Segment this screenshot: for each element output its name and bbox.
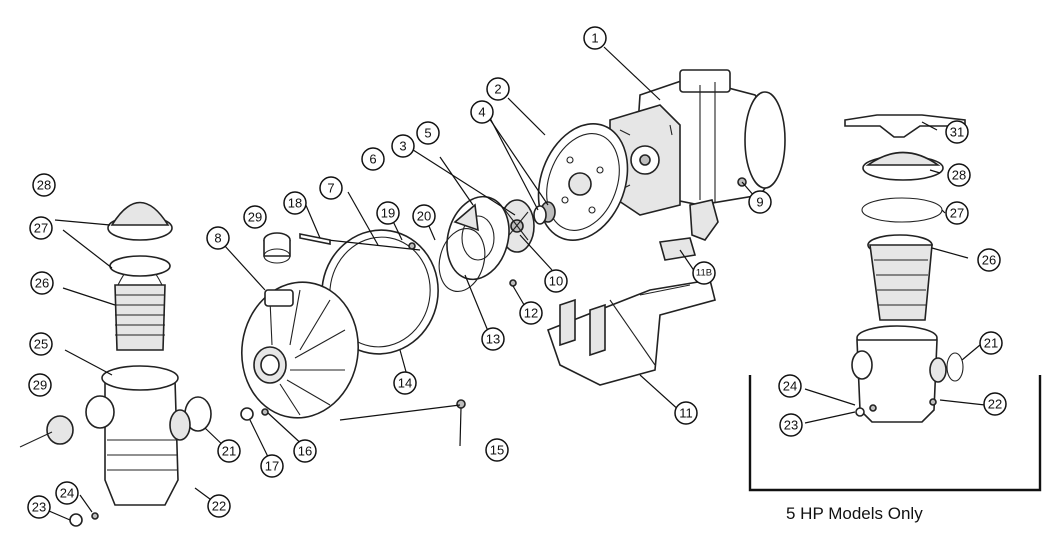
callout-24-right: 24	[778, 374, 802, 398]
callout-14: 14	[393, 371, 417, 395]
callout-7: 7	[319, 176, 343, 200]
svg-text:19: 19	[381, 206, 395, 221]
callout-10: 10	[544, 269, 568, 293]
callout-28-left: 28	[32, 173, 56, 197]
callout-24-left: 24	[55, 481, 79, 505]
svg-text:3: 3	[399, 139, 406, 154]
callout-22-left: 22	[207, 494, 231, 518]
svg-text:24: 24	[783, 379, 797, 394]
callout-29-top: 29	[243, 205, 267, 229]
callout-25: 25	[29, 332, 53, 356]
callout-18: 18	[283, 191, 307, 215]
callout-28-right: 28	[947, 163, 971, 187]
pump-housing-part	[240, 281, 360, 419]
callout-8: 8	[206, 226, 230, 250]
svg-text:28: 28	[37, 178, 51, 193]
callout-26-right: 26	[977, 248, 1001, 272]
svg-text:11: 11	[679, 406, 693, 421]
svg-text:26: 26	[982, 253, 996, 268]
svg-text:4: 4	[478, 105, 485, 120]
svg-text:21: 21	[984, 336, 998, 351]
callout-20: 20	[412, 204, 436, 228]
svg-text:17: 17	[265, 459, 279, 474]
callout-16: 16	[293, 439, 317, 463]
callout-13: 13	[481, 327, 505, 351]
callout-6: 6	[361, 147, 385, 171]
svg-text:2: 2	[494, 82, 501, 97]
strainer-pot-left	[19, 201, 191, 527]
motor-part	[609, 69, 786, 216]
5hp-models-caption: 5 HP Models Only	[786, 504, 923, 523]
callout-3: 3	[391, 134, 415, 158]
motor-base-part	[546, 279, 716, 386]
svg-text:24: 24	[60, 486, 74, 501]
callout-23-left: 23	[27, 495, 51, 519]
5hp-bracket	[748, 375, 1042, 492]
callout-23-right: 23	[779, 413, 803, 437]
svg-text:13: 13	[486, 332, 500, 347]
callout-21-left: 21	[217, 439, 241, 463]
svg-text:25: 25	[34, 337, 48, 352]
diffuser-o-ring-part	[438, 228, 486, 292]
svg-text:21: 21	[222, 444, 236, 459]
svg-text:10: 10	[549, 274, 563, 289]
svg-text:15: 15	[490, 443, 504, 458]
svg-text:31: 31	[950, 125, 964, 140]
callout-9: 9	[748, 190, 772, 214]
svg-text:18: 18	[288, 196, 302, 211]
callout-12: 12	[519, 301, 543, 325]
callout-31: 31	[945, 120, 969, 144]
svg-text:23: 23	[784, 418, 798, 433]
svg-text:22: 22	[988, 397, 1002, 412]
diffuser-part	[446, 195, 510, 281]
callout-2: 2	[486, 77, 510, 101]
svg-text:29: 29	[248, 210, 262, 225]
callout-29-left: 29	[28, 373, 52, 397]
svg-text:23: 23	[32, 500, 46, 515]
strainer-pot-right	[844, 114, 966, 423]
adapter-part	[263, 232, 291, 264]
svg-text:11B: 11B	[696, 268, 712, 279]
callout-15: 15	[485, 438, 509, 462]
callout-22-right: 22	[983, 392, 1007, 416]
leader-lines	[41, 46, 986, 521]
seal-assembly-part	[533, 201, 556, 225]
callout-27-right: 27	[945, 201, 969, 225]
svg-text:1: 1	[591, 31, 598, 46]
svg-text:5: 5	[424, 126, 431, 141]
seal-plate-part	[537, 123, 629, 241]
base-clip-part	[658, 199, 719, 261]
callout-5: 5	[416, 121, 440, 145]
svg-text:14: 14	[398, 376, 412, 391]
svg-text:7: 7	[327, 181, 334, 196]
callout-1: 1	[583, 26, 607, 50]
svg-text:28: 28	[952, 168, 966, 183]
svg-text:20: 20	[417, 209, 431, 224]
callout-17: 17	[260, 454, 284, 478]
svg-text:12: 12	[524, 306, 538, 321]
svg-text:27: 27	[34, 221, 48, 236]
callout-11b: 11B	[692, 261, 716, 285]
callout-19: 19	[376, 201, 400, 225]
svg-text:27: 27	[950, 206, 964, 221]
svg-text:8: 8	[214, 231, 221, 246]
callout-26-left: 26	[30, 271, 54, 295]
callout-11: 11	[674, 401, 698, 425]
svg-text:26: 26	[35, 276, 49, 291]
svg-text:29: 29	[33, 378, 47, 393]
callout-27-left: 27	[29, 216, 53, 240]
svg-text:16: 16	[298, 444, 312, 459]
svg-text:22: 22	[212, 499, 226, 514]
callout-4: 4	[470, 100, 494, 124]
svg-text:6: 6	[369, 152, 376, 167]
callout-21-right: 21	[979, 331, 1003, 355]
svg-text:9: 9	[756, 195, 763, 210]
small-parts	[184, 177, 747, 432]
